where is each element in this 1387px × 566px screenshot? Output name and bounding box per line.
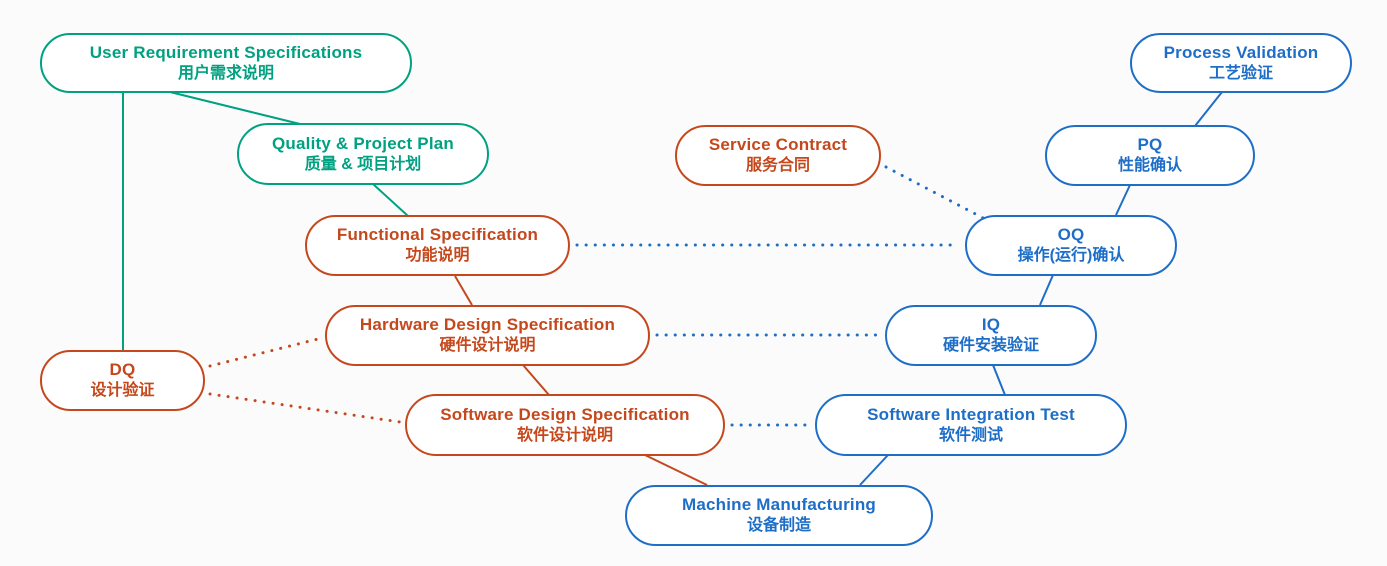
node-hardware-design-specification: Hardware Design Specification 硬件设计说明	[325, 305, 650, 366]
node-label-zh: 服务合同	[745, 157, 810, 175]
node-pq: PQ 性能确认	[1045, 125, 1255, 186]
edge-mm-sit	[859, 454, 889, 486]
edge-sc-oq	[884, 165, 987, 221]
edge-qpp-fs	[372, 183, 409, 217]
node-label-en: Functional Specification	[336, 225, 539, 245]
node-label-en: Process Validation	[1163, 42, 1319, 62]
edge-sds-mm	[644, 454, 708, 486]
edge-hds-sds	[522, 364, 550, 396]
node-oq: OQ 操作(运行)确认	[965, 215, 1177, 276]
edge-fs-hds	[454, 275, 473, 306]
node-quality-project-plan: Quality & Project Plan 质量 & 项目计划	[237, 123, 489, 185]
node-label-en: Quality & Project Plan	[271, 133, 454, 153]
node-machine-manufacturing: Machine Manufacturing 设备制造	[625, 485, 933, 546]
node-label-zh: 设备制造	[746, 517, 811, 535]
node-dq: DQ 设计验证	[40, 350, 205, 411]
node-label-zh: 工艺验证	[1208, 64, 1273, 82]
node-label-zh: 操作(运行)确认	[1017, 247, 1125, 265]
edge-dq-hds	[208, 336, 324, 368]
node-label-zh: 设计验证	[90, 382, 155, 400]
node-process-validation: Process Validation 工艺验证	[1130, 33, 1352, 93]
node-user-requirement-specifications: User Requirement Specifications 用户需求说明	[40, 33, 412, 93]
edge-pq-pv	[1194, 91, 1223, 127]
node-label-en: IQ	[981, 315, 1001, 335]
node-label-zh: 性能确认	[1117, 157, 1182, 175]
node-label-en: OQ	[1057, 225, 1085, 245]
node-label-en: Hardware Design Specification	[359, 315, 616, 335]
node-label-zh: 软件测试	[938, 426, 1003, 444]
edge-sit-iq	[992, 364, 1006, 396]
node-label-zh: 硬件设计说明	[439, 337, 536, 355]
node-label-en: User Requirement Specifications	[89, 42, 363, 62]
edge-dq-sds	[208, 392, 402, 424]
node-label-en: DQ	[109, 360, 136, 380]
node-software-design-specification: Software Design Specification 软件设计说明	[405, 394, 725, 456]
node-service-contract: Service Contract 服务合同	[675, 125, 881, 186]
node-functional-specification: Functional Specification 功能说明	[305, 215, 570, 276]
node-label-en: Service Contract	[708, 135, 848, 155]
node-label-en: PQ	[1137, 135, 1163, 155]
node-label-en: Machine Manufacturing	[681, 495, 877, 515]
node-label-zh: 硬件安装验证	[942, 337, 1039, 355]
node-label-en: Software Integration Test	[867, 404, 1075, 424]
node-label-zh: 软件设计说明	[516, 426, 613, 444]
node-software-integration-test: Software Integration Test 软件测试	[815, 394, 1127, 456]
edge-urs-qpp	[169, 91, 301, 125]
node-label-zh: 功能说明	[405, 247, 470, 265]
node-iq: IQ 硬件安装验证	[885, 305, 1097, 366]
node-label-en: Software Design Specification	[440, 404, 690, 424]
node-label-zh: 用户需求说明	[177, 64, 274, 82]
node-label-zh: 质量 & 项目计划	[304, 155, 422, 173]
edge-iq-oq	[1039, 274, 1054, 306]
edge-oq-pq	[1115, 184, 1131, 216]
